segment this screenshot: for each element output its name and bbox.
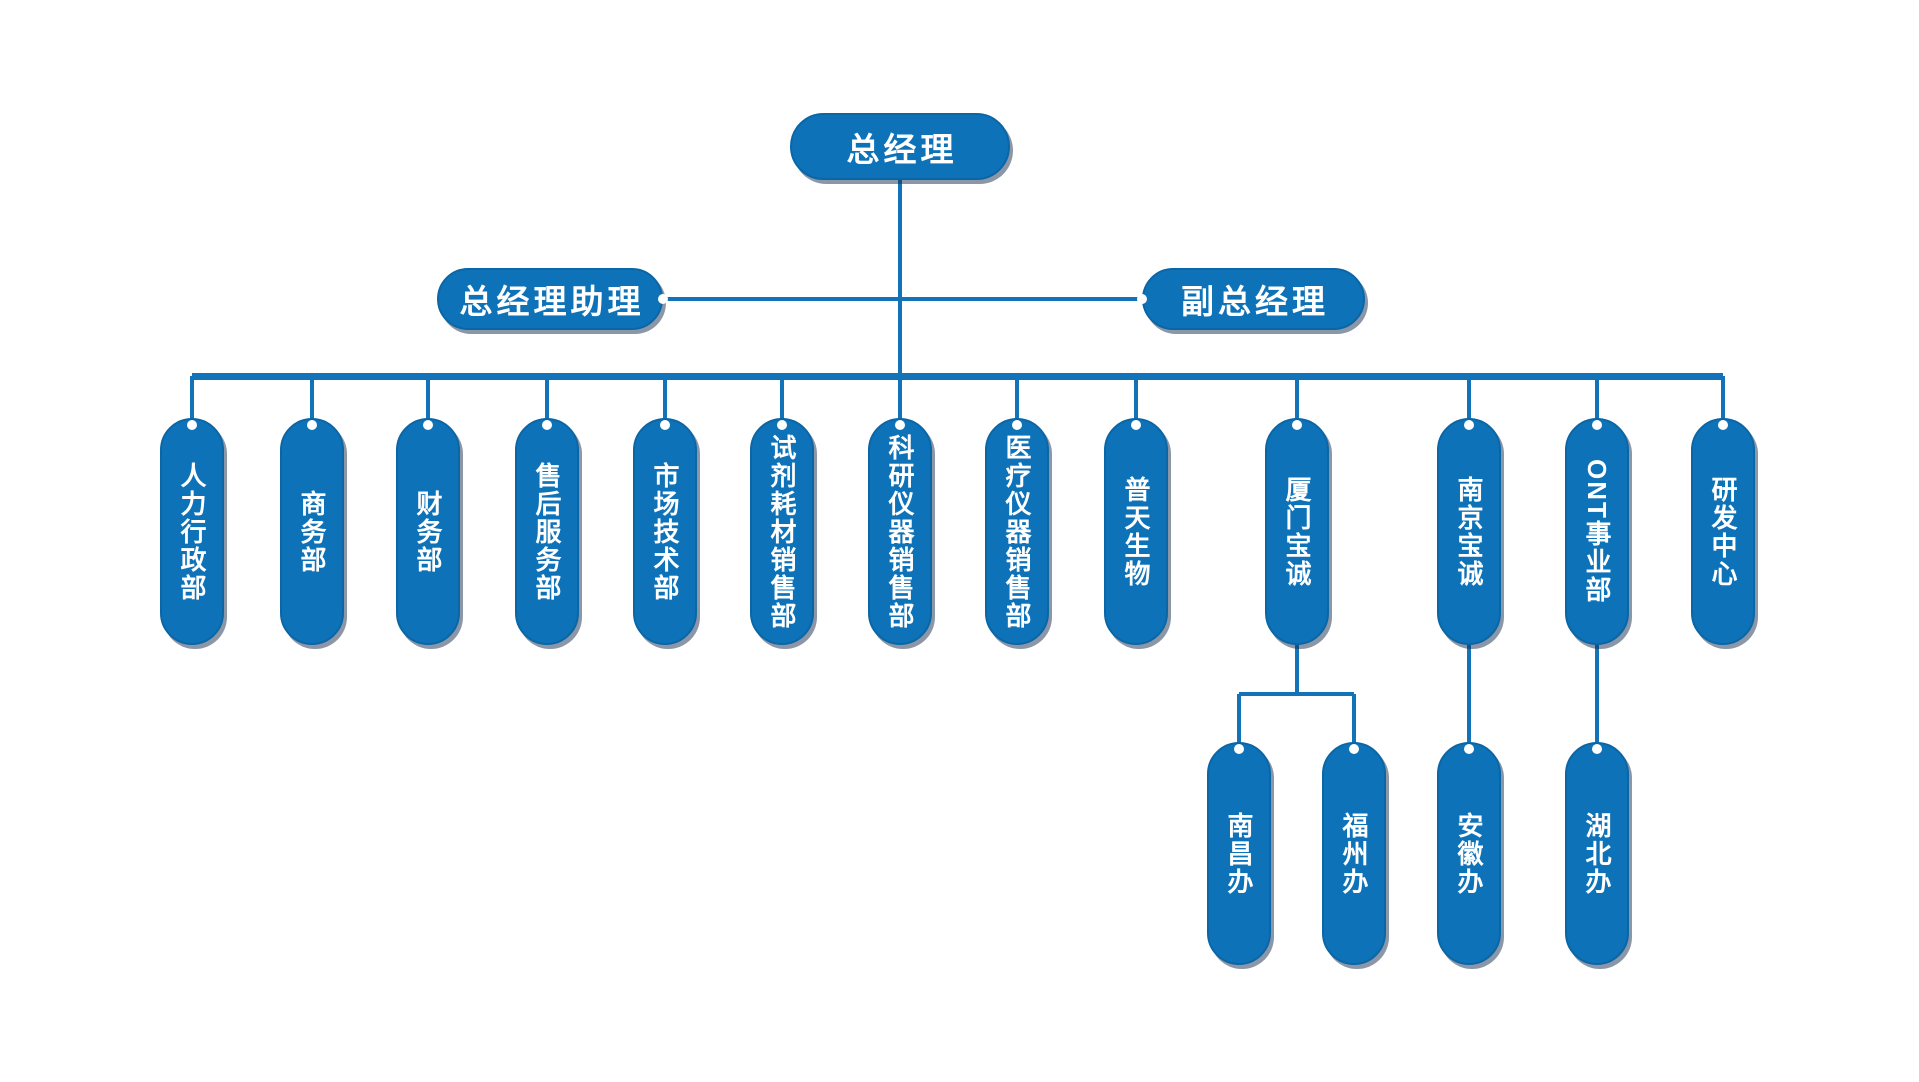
junction-dot bbox=[658, 294, 668, 304]
junction-dot bbox=[1592, 744, 1602, 754]
office-node-label: 安徽办 bbox=[1454, 811, 1484, 896]
connector-line bbox=[1295, 645, 1299, 694]
connector-line bbox=[1721, 376, 1725, 426]
department-node: 人力行政部 bbox=[160, 418, 224, 645]
department-node: 财务部 bbox=[396, 418, 460, 645]
department-node: 医疗仪器销售部 bbox=[985, 418, 1049, 645]
deputy-gm-node: 副总经理 bbox=[1141, 268, 1365, 330]
department-node-label: 财务部 bbox=[413, 489, 443, 574]
junction-dot bbox=[1592, 420, 1602, 430]
connector-line bbox=[1352, 694, 1356, 750]
gm-node-label: 总经理 bbox=[846, 130, 958, 168]
department-node-label: 研发中心 bbox=[1708, 475, 1738, 588]
department-node: 商务部 bbox=[280, 418, 344, 645]
connector-line bbox=[1595, 645, 1599, 750]
connector-line bbox=[1237, 694, 1241, 750]
junction-dot bbox=[660, 420, 670, 430]
connector-line bbox=[1239, 692, 1354, 696]
department-node-label: 科研仪器销售部 bbox=[885, 433, 915, 630]
junction-dot bbox=[1349, 744, 1359, 754]
deputy-gm-node-label: 副总经理 bbox=[1181, 283, 1329, 320]
junction-dot bbox=[1131, 420, 1141, 430]
junction-dot bbox=[1136, 294, 1147, 304]
junction-dot bbox=[187, 420, 197, 430]
connector-line bbox=[310, 376, 314, 426]
junction-dot bbox=[542, 420, 552, 430]
department-node-label: 人力行政部 bbox=[177, 461, 207, 602]
department-node: 试剂耗材销售部 bbox=[750, 418, 814, 645]
junction-dot bbox=[1234, 744, 1244, 754]
connector-line bbox=[545, 376, 549, 426]
department-node-label: ONT事业部 bbox=[1582, 459, 1612, 604]
junction-dot bbox=[895, 420, 905, 430]
connector-line bbox=[1467, 645, 1471, 750]
connector-line bbox=[1595, 376, 1599, 426]
department-node-label: 普天生物 bbox=[1121, 475, 1151, 588]
department-node-label: 试剂耗材销售部 bbox=[767, 433, 797, 630]
department-node-label: 售后服务部 bbox=[532, 461, 562, 602]
connector-line bbox=[663, 376, 667, 426]
junction-dot bbox=[307, 420, 317, 430]
department-node: 厦门宝诚 bbox=[1265, 418, 1329, 645]
gm-node: 总经理 bbox=[790, 113, 1010, 180]
connector-line bbox=[1134, 376, 1138, 426]
connector-line bbox=[898, 376, 902, 426]
junction-dot bbox=[1464, 420, 1474, 430]
junction-dot bbox=[1464, 744, 1474, 754]
connector-line bbox=[192, 372, 1723, 380]
junction-dot bbox=[1718, 420, 1728, 430]
assistant-gm-node-label: 总经理助理 bbox=[459, 283, 645, 320]
department-node-label: 市场技术部 bbox=[650, 461, 680, 602]
department-node-label: 厦门宝诚 bbox=[1282, 475, 1312, 588]
department-node-label: 商务部 bbox=[297, 489, 327, 574]
junction-dot bbox=[777, 420, 787, 430]
department-node: ONT事业部 bbox=[1565, 418, 1629, 645]
connector-line bbox=[1015, 376, 1019, 426]
connector-line bbox=[426, 376, 430, 426]
department-node: 售后服务部 bbox=[515, 418, 579, 645]
connector-line bbox=[1295, 376, 1299, 426]
junction-dot bbox=[423, 420, 433, 430]
department-node: 市场技术部 bbox=[633, 418, 697, 645]
connector-line bbox=[780, 376, 784, 426]
office-node: 安徽办 bbox=[1437, 742, 1501, 965]
office-node-label: 南昌办 bbox=[1224, 811, 1254, 896]
junction-dot bbox=[1012, 420, 1022, 430]
department-node: 南京宝诚 bbox=[1437, 418, 1501, 645]
connector-line bbox=[190, 376, 194, 426]
department-node-label: 医疗仪器销售部 bbox=[1002, 433, 1032, 630]
connector-line bbox=[898, 180, 902, 376]
office-node: 福州办 bbox=[1322, 742, 1386, 965]
office-node-label: 福州办 bbox=[1339, 811, 1369, 896]
department-node: 研发中心 bbox=[1691, 418, 1755, 645]
office-node: 南昌办 bbox=[1207, 742, 1271, 965]
department-node-label: 南京宝诚 bbox=[1454, 475, 1484, 588]
office-node: 湖北办 bbox=[1565, 742, 1629, 965]
office-node-label: 湖北办 bbox=[1582, 811, 1612, 896]
connector-line bbox=[1467, 376, 1471, 426]
connector-line bbox=[663, 297, 1142, 301]
assistant-gm-node: 总经理助理 bbox=[437, 268, 663, 330]
department-node: 科研仪器销售部 bbox=[868, 418, 932, 645]
department-node: 普天生物 bbox=[1104, 418, 1168, 645]
junction-dot bbox=[1292, 420, 1302, 430]
